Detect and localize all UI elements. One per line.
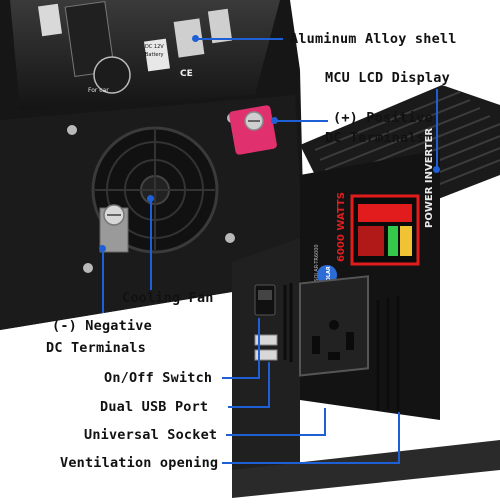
usb-ports: [254, 334, 278, 361]
watts-text: 6000 WATTS: [336, 192, 347, 262]
label-universal-socket: Universal Socket: [84, 427, 218, 443]
label-cooling-fan: Cooling Fan: [122, 290, 214, 306]
callout-line-switch-vert: [258, 318, 260, 379]
callout-dot-negative: [99, 245, 106, 252]
callout-dot-shell: [192, 35, 199, 42]
label-lcd-display: MCU LCD Display: [325, 70, 450, 86]
label-usb-port: Dual USB Port: [100, 399, 209, 415]
label-text-2: DC 12V: [145, 44, 164, 50]
label-ventilation: Ventilation opening: [60, 455, 219, 471]
label-positive-line2: DC Terminals: [325, 130, 425, 146]
vent-slots: [283, 283, 400, 412]
positive-terminal: [229, 105, 277, 155]
callout-line-fan: [150, 198, 152, 290]
callout-line-vent: [222, 462, 400, 464]
model-text: Model: SOLAR-TR6000: [314, 244, 320, 300]
front-inverter: POWER INVERTER 6000 WATTS Model: SOLAR-T…: [232, 85, 500, 498]
label-text-1: For car: [88, 87, 109, 94]
callout-line-socket: [226, 434, 326, 436]
callout-line-negative: [102, 248, 104, 313]
callout-dot-positive: [271, 117, 278, 124]
negative-terminal: [99, 204, 129, 253]
callout-line-usb: [228, 406, 270, 408]
lcd-display: [350, 194, 420, 266]
callout-line-lcd: [436, 89, 438, 169]
rear-inverter: For car DC 12V Battery CE: [0, 0, 305, 330]
callout-line-vent-vert: [398, 412, 400, 464]
callout-line-positive: [275, 120, 328, 122]
brand-text: POWER INVERTER: [424, 128, 435, 228]
callout-dot-fan: [147, 195, 154, 202]
callout-line-shell: [195, 38, 283, 40]
on-off-switch: [254, 284, 276, 316]
callout-line-switch: [222, 377, 260, 379]
label-text-3: Battery: [145, 52, 164, 58]
label-negative-line2: DC Terminals: [46, 340, 146, 356]
car-sticker: [93, 56, 131, 94]
label-negative-line1: (-) Negative: [52, 318, 152, 334]
callout-line-socket-vert: [324, 408, 326, 436]
universal-socket: [299, 275, 369, 377]
label-on-off-switch: On/Off Switch: [104, 370, 213, 386]
mounting-foot: [232, 440, 500, 498]
ce-mark-icon: CE: [180, 69, 193, 79]
label-aluminum-shell: Aluminum Alloy shell: [290, 31, 457, 47]
callout-dot-lcd: [433, 166, 440, 173]
svg-text:SOLAR: SOLAR: [326, 266, 332, 285]
label-positive-line1: (+) Positive: [333, 110, 433, 126]
callout-line-usb-vert: [268, 362, 270, 408]
